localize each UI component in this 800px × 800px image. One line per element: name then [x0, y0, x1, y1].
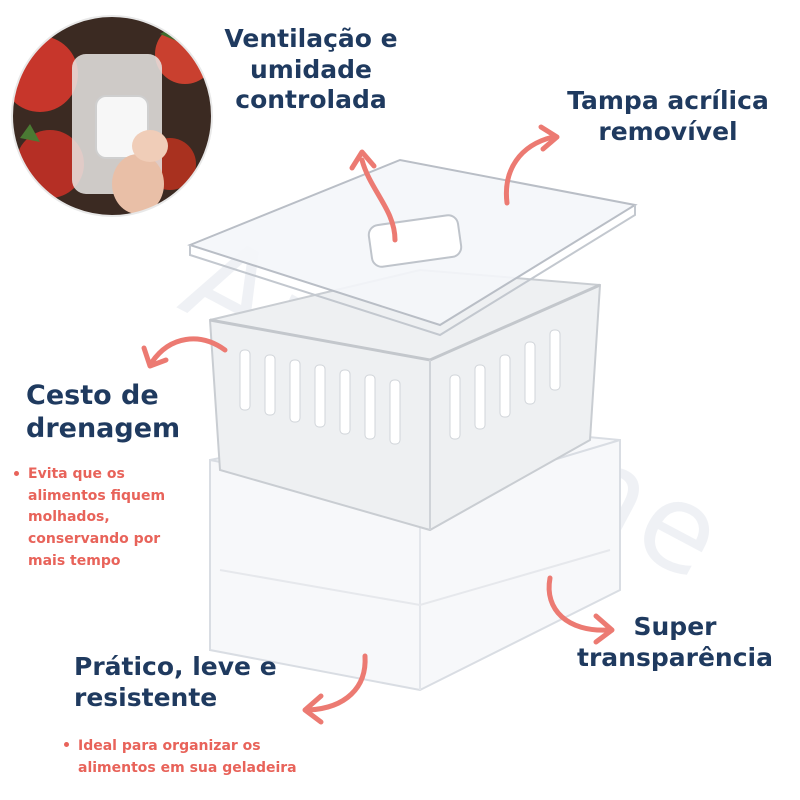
curved-arrow-icon	[141, 336, 228, 369]
lid-label: Tampa acrílica removível	[567, 86, 769, 146]
basket-bullet: Evita que os alimentos fiquem molhados, …	[14, 464, 214, 572]
curved-arrow-icon	[349, 149, 398, 243]
drain-basket	[208, 268, 602, 532]
practical-label: Prático, leve e resistente	[74, 652, 277, 712]
curved-arrow-icon	[503, 124, 560, 206]
inset-photo	[11, 15, 213, 217]
ventilation-label: Ventilação e umidade controlada	[224, 24, 398, 114]
curved-arrow-icon	[546, 575, 615, 645]
product-illustration	[187, 158, 638, 692]
transparency-label: Super transparência	[577, 612, 773, 672]
curved-arrow-icon	[302, 653, 368, 725]
basket-label: Cesto de drenagem	[26, 380, 181, 444]
practical-bullet: Ideal para organizar os alimentos em sua…	[64, 735, 344, 780]
